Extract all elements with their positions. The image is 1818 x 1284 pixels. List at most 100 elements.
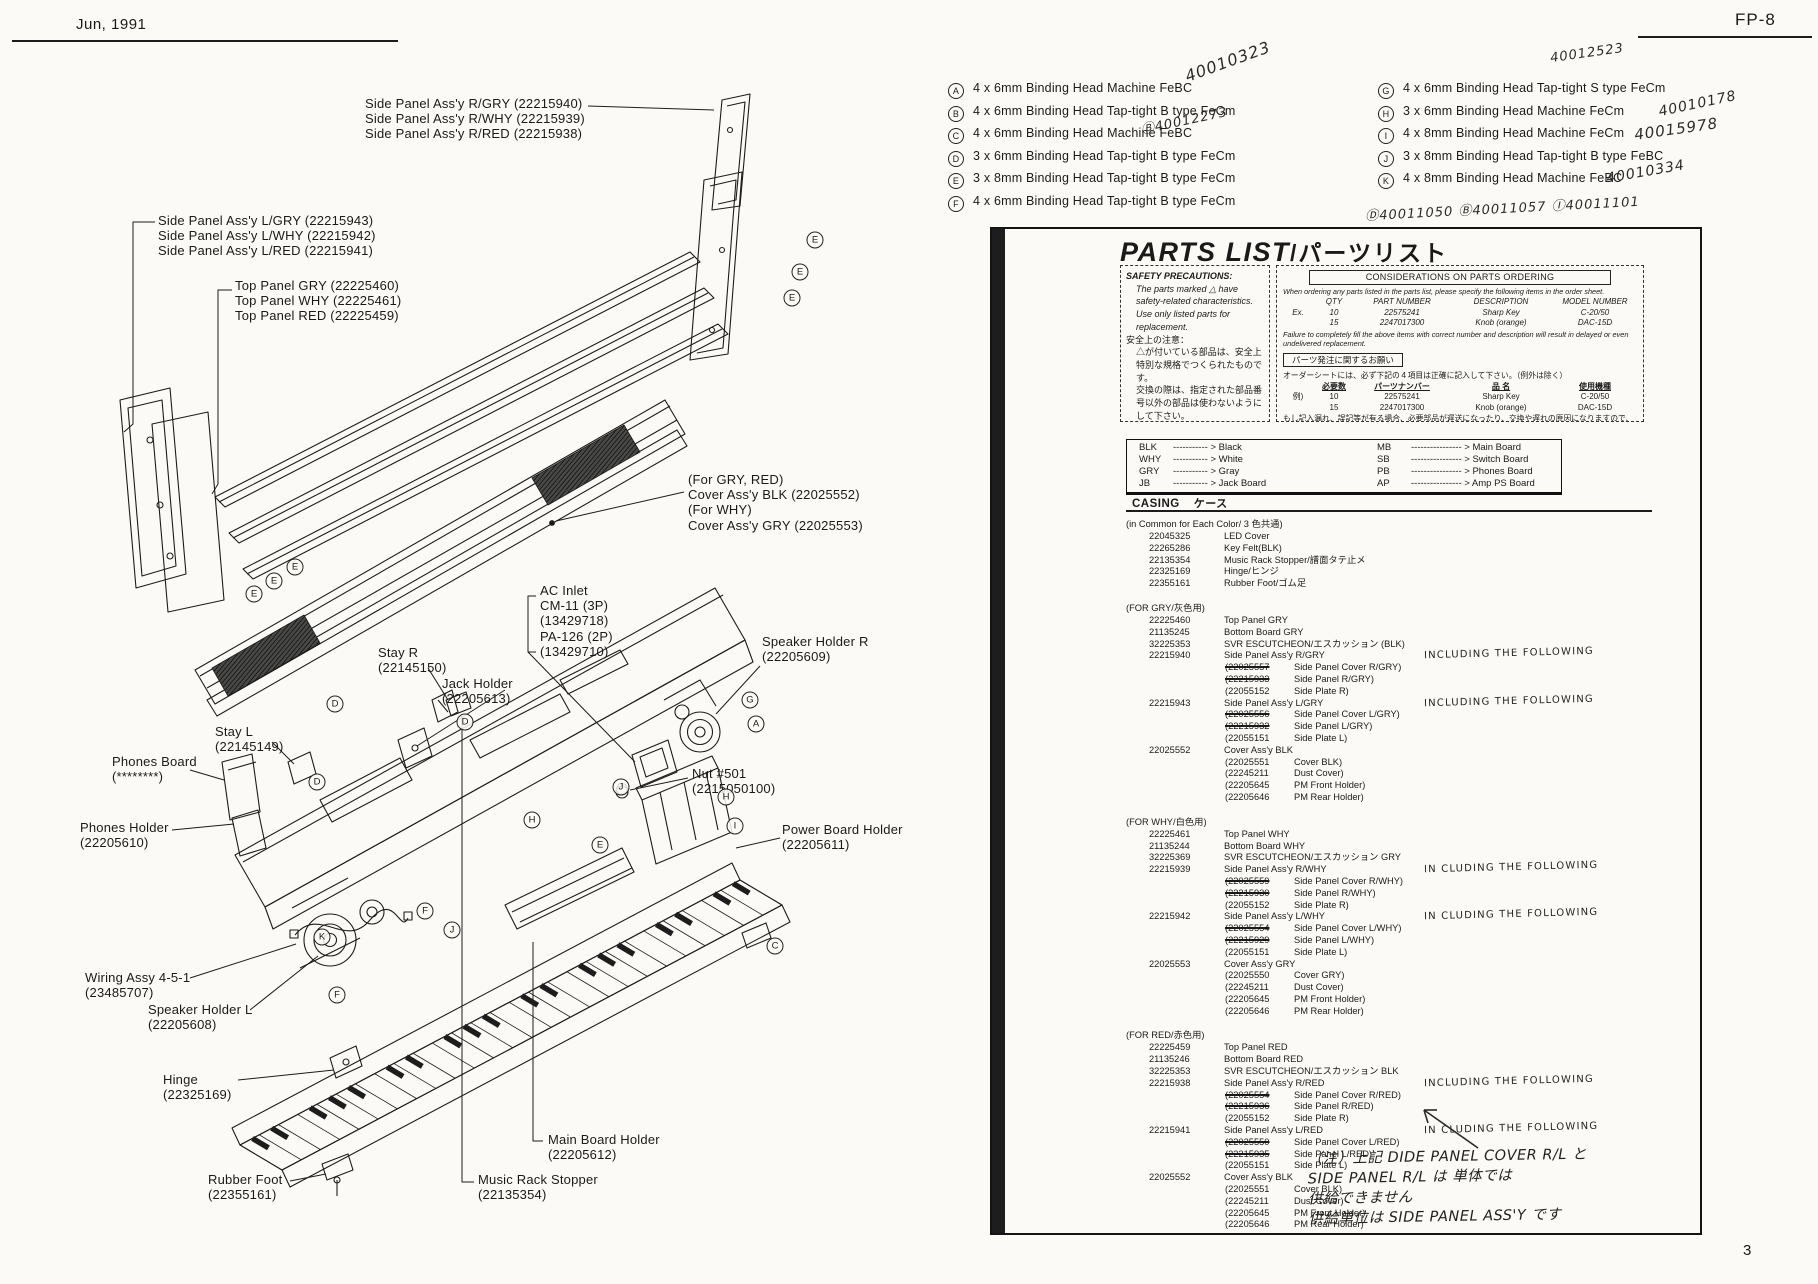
- ordering-table-header-cell: MODEL NUMBER: [1562, 297, 1628, 306]
- diagram-part-label: Main Board Holder (22205612): [548, 1132, 660, 1163]
- part-number: 22355161: [1149, 578, 1191, 589]
- color-code-row: PB---------------- > Phones Board: [1377, 466, 1535, 478]
- part-number: (22025550: [1225, 970, 1270, 981]
- safety-line: replacement.: [1136, 321, 1189, 332]
- color-code-abbr: SB: [1377, 454, 1390, 465]
- parts-row: (22205645 PM Front Holder): [1126, 1208, 1686, 1220]
- color-code-value: Amp PS Board: [1471, 478, 1535, 489]
- handwritten-annotation: Ⓓ40011050 Ⓑ40011057 Ⓘ40011101: [1364, 194, 1641, 225]
- ordering-table-header-cell: QTY: [1325, 297, 1343, 306]
- part-name: Rubber Foot/ゴム足: [1224, 578, 1307, 589]
- parts-row: (22025554 Side Panel Cover L/WHY): [1126, 923, 1686, 935]
- color-code-row: JB----------- > Jack Board: [1139, 478, 1266, 490]
- ordering-table-ex-cell: [1283, 403, 1313, 414]
- part-name: PM Rear Holder): [1294, 791, 1364, 802]
- part-name: PM Front Holder): [1294, 1207, 1366, 1218]
- part-name: Side Panel Cover R/WHY): [1294, 875, 1404, 886]
- color-code-arrow: ----------- >: [1173, 466, 1219, 477]
- parts-row: 22355161 Rubber Foot/ゴム足: [1126, 578, 1686, 590]
- color-code-value: Black: [1218, 442, 1242, 453]
- color-code-value: Phones Board: [1472, 466, 1533, 477]
- screw-letter-badge: H: [1378, 105, 1394, 122]
- part-name: Side Panel Ass'y L/RED: [1224, 1125, 1323, 1136]
- part-name: Side Plate L): [1294, 1160, 1348, 1171]
- part-name: Side Panel Cover R/GRY): [1294, 662, 1402, 673]
- part-number: (22245211: [1225, 1195, 1269, 1206]
- color-code-value: White: [1218, 454, 1243, 465]
- part-name: Top Panel RED: [1224, 1042, 1288, 1053]
- circled-letter-h: H: [717, 788, 735, 806]
- part-number: 22045325: [1149, 531, 1191, 541]
- parts-section-header: (FOR WHY/白色用): [1126, 816, 1207, 827]
- safety-line: 号以外の部品は使わないように: [1136, 398, 1262, 409]
- handwritten-annotation: 40015978: [1633, 114, 1720, 144]
- safety-line: 安全上の注意：: [1126, 334, 1190, 345]
- screw-letter-badge: G: [1378, 83, 1394, 99]
- side-panel-r-parts: [689, 93, 751, 361]
- screw-description: 4 x 6mm Binding Head Machine FeBC: [973, 126, 1193, 141]
- part-number: (22025557: [1225, 662, 1270, 673]
- color-code-value: Gray: [1218, 466, 1240, 477]
- part-number: 22265286: [1149, 542, 1191, 553]
- part-name: Side Plate R): [1294, 1113, 1349, 1124]
- color-code-abbr: BLK: [1139, 442, 1157, 453]
- part-number: 22215940: [1149, 650, 1191, 661]
- part-number: (22205645: [1225, 780, 1270, 791]
- keyboard-assembly: [231, 862, 791, 1188]
- side-panel-l-parts: [119, 387, 225, 613]
- parts-ordering-heading-jp: パーツ発注に関するお願い: [1283, 350, 1637, 368]
- part-name: Side Panel Cover L/WHY): [1294, 923, 1402, 934]
- diagram-part-label: Music Rack Stopper (22135354): [478, 1172, 598, 1203]
- parts-ordering-intro-jp: オーダーシートには、必ず下記の４項目は正確に記入して下さい。（例外は除く）: [1283, 370, 1568, 380]
- part-number: (22025551: [1225, 1184, 1270, 1195]
- part-number: (22025554: [1225, 923, 1270, 934]
- part-name: Dust Cover): [1294, 982, 1344, 993]
- part-name: Side Plate L): [1294, 732, 1348, 743]
- screw-letter-badge: B: [948, 105, 964, 122]
- color-code-arrow: ----------- >: [1173, 454, 1219, 465]
- parts-list-title-jp: /パーツリスト: [1290, 240, 1448, 266]
- page-date: Jun, 1991: [76, 16, 147, 33]
- ordering-table-cell: DAC-15D: [1577, 402, 1613, 412]
- color-code-arrow: ---------------- >: [1411, 478, 1472, 489]
- safety-line: Use only listed parts for: [1136, 309, 1231, 320]
- part-number: 22215938: [1149, 1077, 1191, 1088]
- part-number: (22205645: [1225, 1207, 1270, 1218]
- part-number: (22025554: [1225, 1089, 1270, 1100]
- safety-line: 特別な規格でつくられたもので: [1136, 359, 1263, 370]
- part-name: Cover Ass'y GRY: [1224, 958, 1296, 969]
- part-name: Side Plate R): [1294, 685, 1349, 696]
- ordering-table-cell: 15: [1329, 318, 1339, 327]
- diagram-part-label: Side Panel Ass'y R/GRY (22215940) Side P…: [365, 96, 585, 142]
- parts-row: (22025557 Side Panel Cover R/GRY): [1126, 662, 1686, 674]
- circled-letter-i: I: [726, 817, 744, 835]
- circled-letter-e: E: [783, 289, 801, 307]
- color-code-value: Main Board: [1472, 442, 1522, 453]
- screw-description: 4 x 6mm Binding Head Tap-tight B type Fe…: [973, 194, 1236, 208]
- screw-description: 4 x 8mm Binding Head Machine FeBC: [1403, 171, 1623, 186]
